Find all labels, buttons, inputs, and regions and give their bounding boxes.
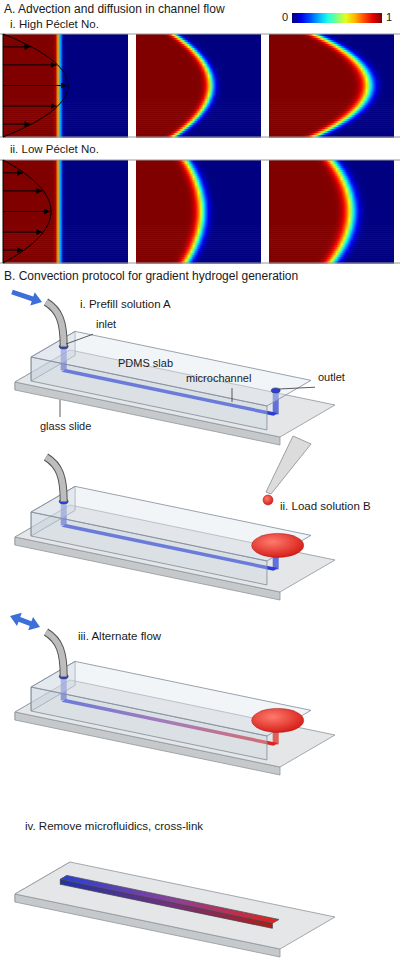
step-label: i. Prefill solution A xyxy=(80,298,171,312)
hydrogel-strip xyxy=(60,875,279,923)
leader-lines xyxy=(60,334,315,417)
label-holder: i. High Péclet No. xyxy=(10,18,99,32)
leader-line xyxy=(66,334,93,344)
tubing-outline xyxy=(46,457,64,501)
concentration-field xyxy=(3,34,128,138)
step-label: iii. Alternate flow xyxy=(78,630,161,644)
pdms-slab xyxy=(31,661,311,736)
label-holder: ii. Low Péclet No. xyxy=(10,143,99,157)
flow-arrow xyxy=(10,613,40,630)
leader-line xyxy=(279,387,315,389)
panel-heading: B. Convection protocol for gradient hydr… xyxy=(4,269,298,283)
sub-heading: ii. Low Péclet No. xyxy=(10,143,99,157)
device-drawing xyxy=(15,436,335,600)
device-drawing xyxy=(11,290,335,445)
droplet xyxy=(252,533,304,557)
label-holder: inlet xyxy=(96,318,116,331)
colorbar xyxy=(292,13,382,23)
label-holder: A. Advection and diffusion in channel fl… xyxy=(4,2,225,16)
flow-arrow xyxy=(11,290,42,306)
pipette-tip xyxy=(266,436,311,494)
panel-heading: A. Advection and diffusion in channel fl… xyxy=(4,2,225,16)
scale-value: 1 xyxy=(386,11,392,24)
droplet xyxy=(252,708,304,732)
velocity-arrow xyxy=(3,124,30,125)
step-label: ii. Load solution B xyxy=(280,500,371,514)
label-holder: iv. Remove microfluidics, cross-link xyxy=(25,820,203,834)
label-holder: glass slide xyxy=(40,420,91,433)
part-label: inlet xyxy=(96,318,116,331)
label-holder: 0 xyxy=(282,11,288,24)
velocity-arrow xyxy=(3,46,30,47)
label-holder: iii. Alternate flow xyxy=(78,630,161,644)
tubing xyxy=(46,632,64,676)
channel-wall xyxy=(0,137,400,138)
velocity-arrow xyxy=(3,211,50,212)
tubing xyxy=(46,457,64,501)
pdms-slab xyxy=(31,486,311,561)
velocity-arrow xyxy=(3,64,57,65)
leader-line xyxy=(232,388,233,402)
droplet xyxy=(263,495,273,505)
part-label: outlet xyxy=(318,371,345,384)
channel-wall xyxy=(0,263,400,264)
velocity-arrow xyxy=(3,172,23,173)
hydrogel-shade xyxy=(60,879,272,928)
part-label: microchannel xyxy=(186,372,251,385)
label-holder: microchannel xyxy=(186,372,251,385)
velocity-arrow xyxy=(3,85,67,86)
tubing-outline xyxy=(46,632,64,676)
sub-heading: i. High Péclet No. xyxy=(10,18,99,32)
device-drawing xyxy=(15,862,335,957)
velocity-profile xyxy=(3,160,51,263)
velocity-profile xyxy=(3,34,68,137)
label-holder: B. Convection protocol for gradient hydr… xyxy=(4,269,298,283)
scale-value: 0 xyxy=(282,11,288,24)
velocity-arrow xyxy=(3,250,23,251)
port-opening xyxy=(271,388,280,393)
concentration-field xyxy=(269,34,394,138)
velocity-arrow xyxy=(3,232,42,233)
part-label: PDMS slab xyxy=(118,357,173,370)
glass-slide xyxy=(15,862,335,949)
label-holder: outlet xyxy=(318,371,345,384)
hydrogel-strip xyxy=(60,879,272,928)
tubing-outline xyxy=(46,302,64,346)
concentration-field xyxy=(136,34,261,138)
label-holder: 1 xyxy=(386,11,392,24)
channel-wall xyxy=(0,34,400,35)
velocity-arrow xyxy=(3,190,42,191)
concentration-field xyxy=(269,160,394,264)
device-drawing xyxy=(10,613,335,775)
concentration-field xyxy=(136,160,261,264)
label-holder: ii. Load solution B xyxy=(280,500,371,514)
velocity-arrow xyxy=(3,106,57,107)
step-label: iv. Remove microfluidics, cross-link xyxy=(25,820,203,834)
label-holder: PDMS slab xyxy=(118,357,173,370)
pdms-slab xyxy=(31,331,311,406)
label-holder: i. Prefill solution A xyxy=(80,298,171,312)
tubing xyxy=(46,302,64,346)
concentration-field xyxy=(3,160,128,264)
channel-wall xyxy=(0,160,400,161)
leader-line xyxy=(60,400,61,417)
part-label: glass slide xyxy=(40,420,91,433)
